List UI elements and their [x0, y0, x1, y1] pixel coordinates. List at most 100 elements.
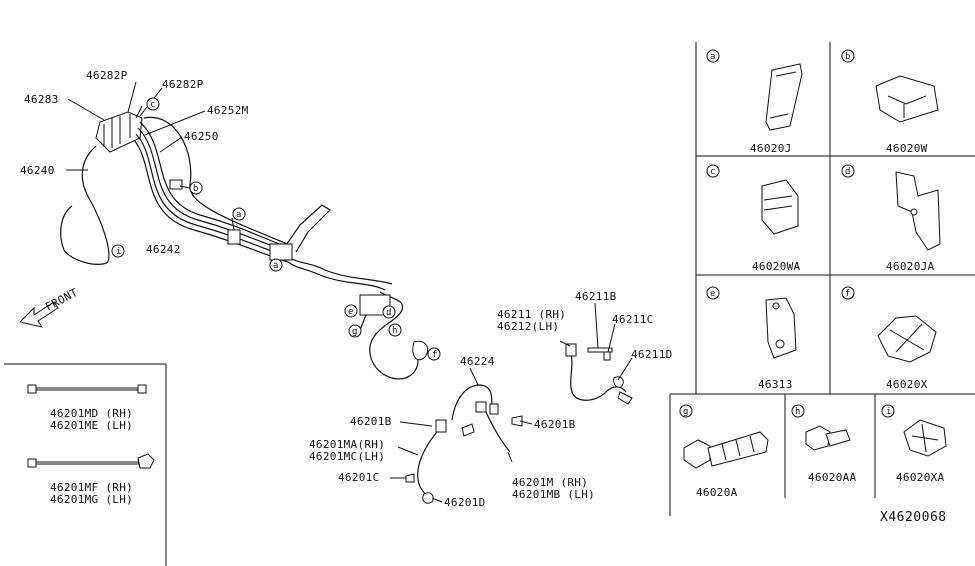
- svg-text:e: e: [348, 307, 353, 317]
- label-46211-rh: 46211 (RH): [497, 308, 566, 321]
- pipe-5: [143, 116, 293, 247]
- part-46020aa: 46020AA: [808, 471, 857, 484]
- clip-46020wa-icon: [761, 179, 799, 235]
- svg-text:h: h: [795, 407, 800, 417]
- svg-text:b: b: [193, 184, 198, 194]
- label-46201ma: 46201MA(RH): [309, 438, 385, 451]
- grid-cell-f: f 46020X: [841, 286, 937, 391]
- callout-a-2: [269, 258, 283, 272]
- pipe-46224: [451, 384, 493, 421]
- grid-cell-b: b 46020W: [841, 49, 939, 155]
- label-46242: 46242: [146, 243, 181, 256]
- svg-text:g: g: [352, 327, 357, 337]
- label-46211d: 46211D: [631, 348, 673, 361]
- label-46201d: 46201D: [444, 496, 486, 509]
- label-46201mb: 46201MB (LH): [512, 488, 595, 501]
- grid-cell-c: c 46020WA: [706, 164, 801, 273]
- part-46020a: 46020A: [696, 486, 738, 499]
- label-46201b-right: 46201B: [534, 418, 576, 431]
- svg-text:a: a: [236, 210, 241, 220]
- bracket-46020ja-icon: [895, 171, 941, 251]
- part-46313: 46313: [758, 378, 793, 391]
- label-46201mg: 46201MG (LH): [50, 493, 133, 506]
- label-46201m: 46201M (RH): [512, 476, 588, 489]
- svg-text:d: d: [386, 308, 391, 318]
- label-46240: 46240: [20, 164, 55, 177]
- parts-grid: a 46020J b 46020W c 46020WA d 46020JA: [669, 42, 975, 516]
- grid-cell-i: i 46020XA: [881, 404, 947, 484]
- grid-cell-a: a 46020J: [706, 49, 803, 155]
- callout-e: [344, 304, 358, 318]
- part-46020ja: 46020JA: [886, 260, 935, 273]
- label-46212-lh: 46212(LH): [497, 320, 559, 333]
- grid-cell-h: h 46020AA: [791, 404, 857, 484]
- rear-hose-group: 46211 (RH) 46212(LH) 46211B 46211C 46211…: [497, 290, 673, 405]
- label-46250: 46250: [184, 130, 219, 143]
- callout-c: [146, 97, 160, 111]
- label-46283: 46283: [24, 93, 59, 106]
- label-front: FRONT: [43, 286, 80, 314]
- label-46201b-left: 46201B: [350, 415, 392, 428]
- label-46252m: 46252M: [207, 104, 249, 117]
- svg-text:f: f: [845, 289, 850, 299]
- clip-46313-icon: [765, 297, 797, 359]
- main-labels: 46282P 46282P 46283 46252M 46250 46240 4…: [20, 69, 249, 256]
- pipe-2: [137, 127, 293, 254]
- callout-h: [388, 323, 402, 337]
- svg-text:i: i: [886, 407, 891, 417]
- callout-b: [189, 181, 203, 195]
- label-46201mc: 46201MC(LH): [309, 450, 385, 463]
- callout-a-1: [232, 207, 246, 221]
- svg-text:g: g: [683, 407, 688, 417]
- hose-46211: [569, 349, 627, 401]
- label-46224: 46224: [460, 355, 495, 368]
- callout-d: [382, 305, 396, 319]
- label-46211b: 46211B: [575, 290, 617, 303]
- grid-cell-g: g 46020A: [679, 404, 769, 499]
- pipe-3: [135, 133, 291, 259]
- part-46020w: 46020W: [886, 142, 928, 155]
- svg-text:h: h: [392, 326, 397, 336]
- grid-cell-e: e 46313: [706, 286, 797, 391]
- label-46201mf: 46201MF (RH): [50, 481, 133, 494]
- diagram-ref: X4620068: [880, 510, 947, 525]
- part-46020j: 46020J: [750, 142, 792, 155]
- front-indicator: FRONT: [19, 286, 80, 328]
- svg-text:b: b: [845, 52, 850, 62]
- bolt-46020a-icon: [683, 439, 711, 469]
- actuator-block: [95, 111, 143, 153]
- hose-46201ma: [417, 427, 441, 499]
- pipe-4: [133, 139, 289, 263]
- svg-text:c: c: [710, 167, 715, 177]
- callout-f: [427, 347, 441, 361]
- clip-46020w-icon: [875, 75, 939, 123]
- callout-g: [348, 324, 362, 338]
- pipe-1: [139, 121, 291, 249]
- label-46201me: 46201ME (LH): [50, 419, 133, 432]
- label-46201c: 46201C: [338, 471, 380, 484]
- svg-text:d: d: [845, 167, 850, 177]
- hose-46201m: [485, 411, 511, 453]
- part-46020x: 46020X: [886, 378, 928, 391]
- label-46201md: 46201MD (RH): [50, 407, 133, 420]
- part-46020wa: 46020WA: [752, 260, 801, 273]
- svg-text:e: e: [710, 289, 715, 299]
- hose-variants-panel: 46201MD (RH) 46201ME (LH) 46201MF (RH) 4…: [4, 363, 167, 566]
- label-46211c: 46211C: [612, 313, 654, 326]
- front-hose-group: 46224 46201B 46201B 46201MA(RH) 46201MC(…: [309, 355, 595, 509]
- svg-text:a: a: [710, 52, 715, 62]
- label-46282p-a: 46282P: [86, 69, 128, 82]
- pipe-46240: [60, 145, 110, 265]
- svg-text:f: f: [432, 350, 437, 360]
- clip-46020x-icon: [877, 315, 937, 363]
- front-arrow-icon: [19, 301, 59, 328]
- rear-branch-pipe: [283, 204, 331, 253]
- svg-text:i: i: [116, 247, 121, 257]
- label-46282p-b: 46282P: [162, 78, 204, 91]
- hose-end-icon: [27, 384, 37, 394]
- main-piping-assembly: [60, 111, 429, 380]
- svg-text:c: c: [150, 100, 155, 110]
- part-46020xa: 46020XA: [896, 471, 945, 484]
- main-callouts: c b a a i e d g h f: [66, 81, 441, 361]
